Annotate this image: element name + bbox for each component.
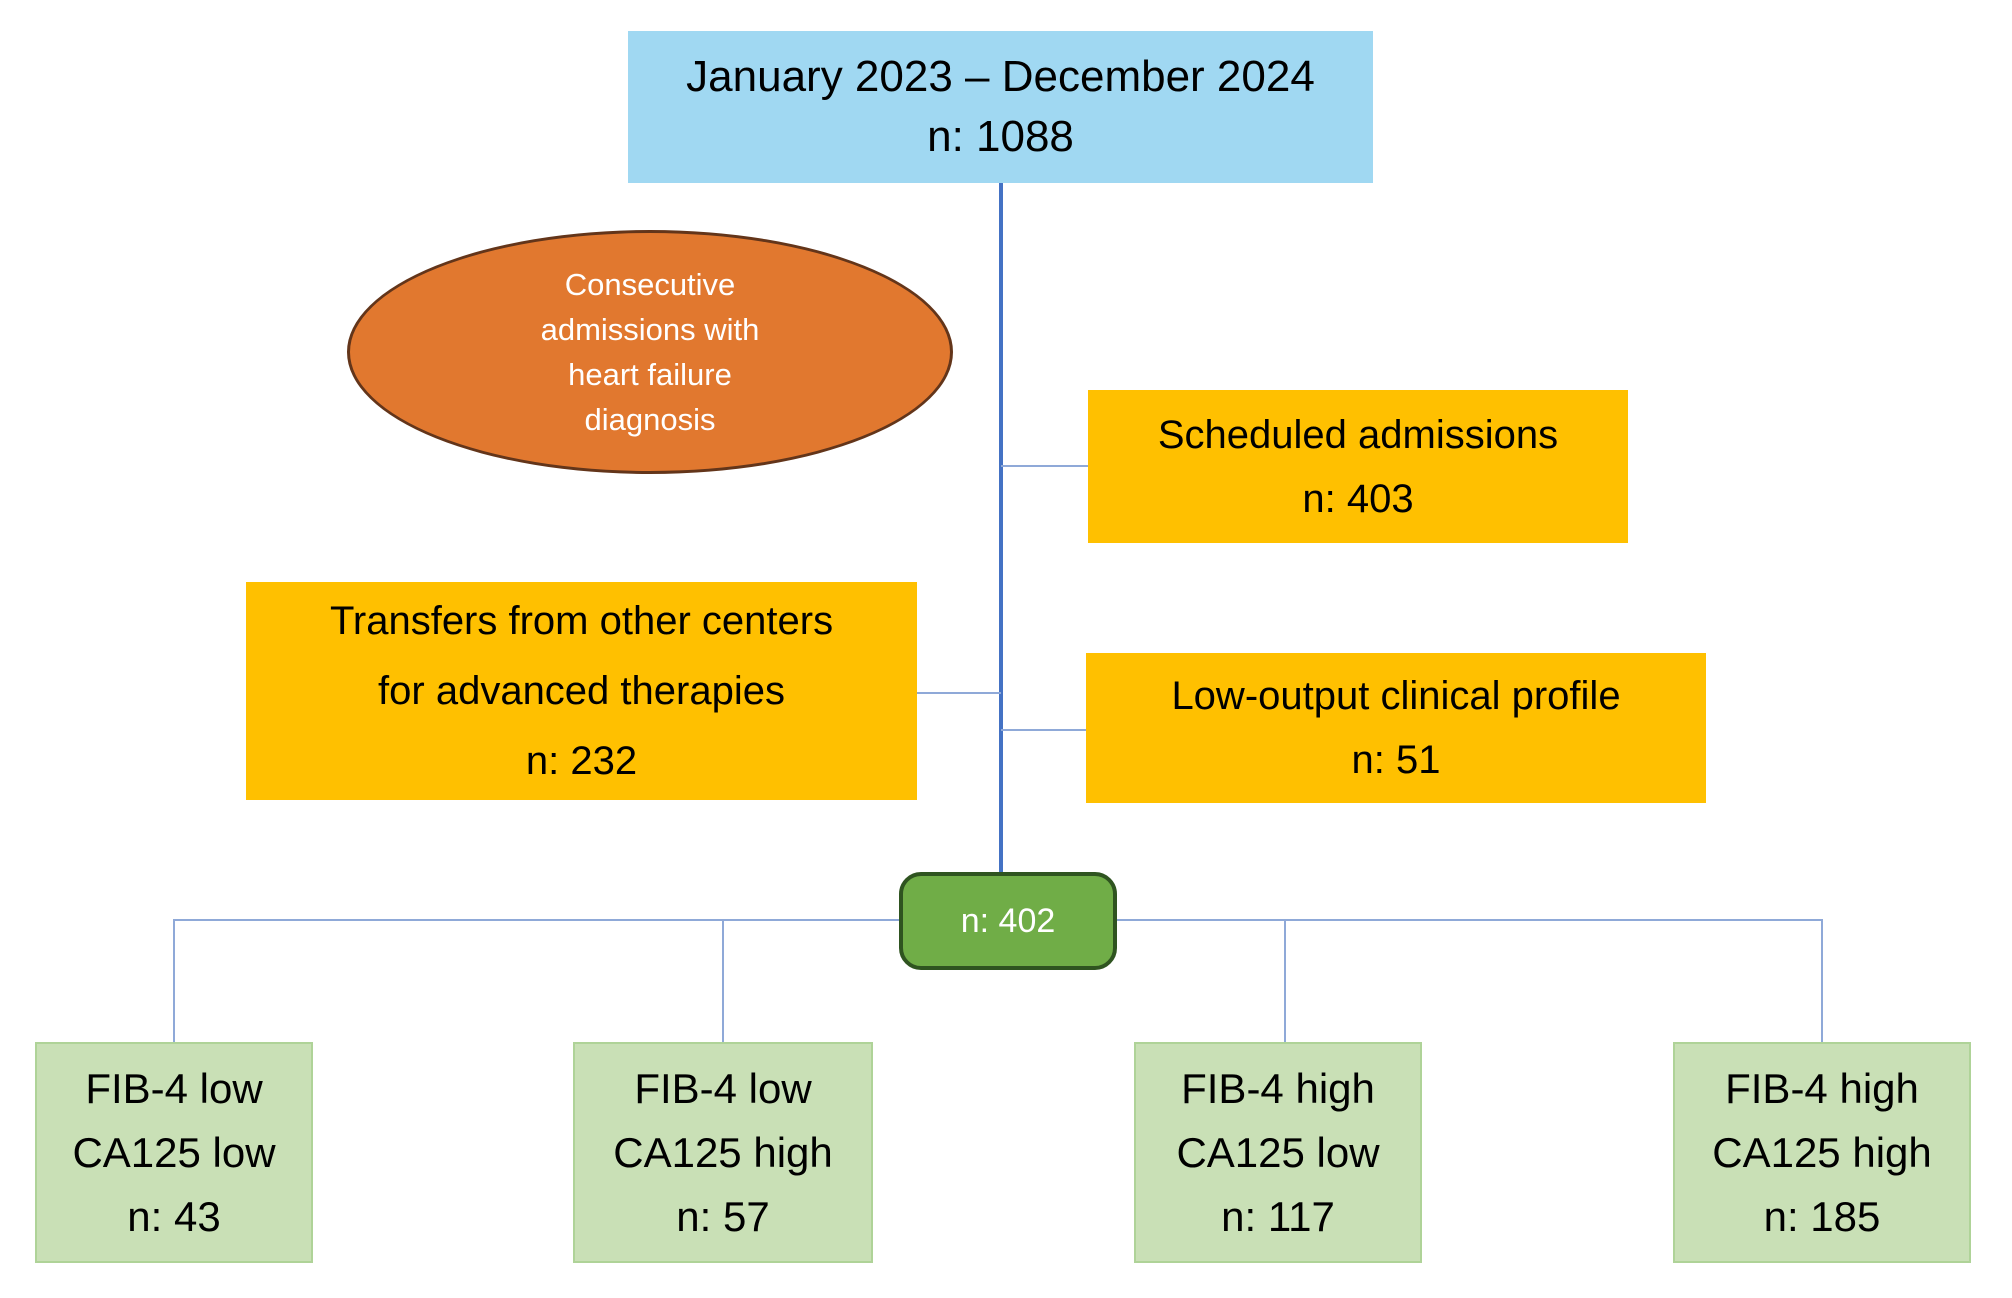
exclusion-transfers-box: Transfers from other centers for advance… [246,582,917,800]
period-label: January 2023 – December 2024 [686,52,1315,101]
exclusion-scheduled-count: n: 403 [1302,476,1414,521]
outcome-box-fib4high-ca125high: FIB-4 high CA125 high n: 185 [1673,1042,1971,1263]
period-count: n: 1088 [927,112,1074,161]
outcome-2-line-2: CA125 high [613,1128,833,1176]
connector-main-vertical [999,183,1003,872]
exclusion-scheduled-box: Scheduled admissions n: 403 [1088,390,1628,543]
connector-low-output [1001,729,1086,731]
period-box: January 2023 – December 2024 n: 1088 [628,31,1373,183]
exclusion-low-output-box: Low-output clinical profile n: 51 [1086,653,1706,803]
ellipse-line-2: admissions with [540,312,760,347]
included-cohort-count: n: 402 [960,901,1056,940]
exclusion-transfers-count: n: 232 [525,739,638,783]
exclusion-scheduled-label: Scheduled admissions [1157,412,1559,457]
exclusion-transfers-label-2: for advanced therapies [378,669,785,713]
outcome-box-fib4low-ca125low: FIB-4 low CA125 low n: 43 [35,1042,313,1263]
connector-outcome-2 [722,919,724,1042]
connector-scheduled [1001,465,1088,467]
connector-transfers [917,692,1001,694]
outcome-4-line-2: CA125 high [1712,1128,1932,1176]
outcome-3-line-2: CA125 low [1176,1128,1380,1176]
exclusion-transfers-label-1: Transfers from other centers [329,599,834,643]
outcome-2-count: n: 57 [676,1192,770,1240]
included-cohort-box: n: 402 [899,872,1117,970]
outcome-box-fib4high-ca125low: FIB-4 high CA125 low n: 117 [1134,1042,1422,1263]
connector-outcome-1 [173,919,175,1042]
outcome-4-count: n: 185 [1763,1192,1881,1240]
outcome-1-line-2: CA125 low [72,1128,276,1176]
ellipse-line-1: Consecutive [564,267,736,302]
outcome-1-count: n: 43 [127,1192,221,1240]
ellipse-line-3: heart failure [568,357,732,392]
outcome-4-line-1: FIB-4 high [1725,1064,1919,1112]
outcome-3-count: n: 117 [1221,1192,1335,1240]
exclusion-low-output-count: n: 51 [1351,738,1441,782]
outcome-2-line-1: FIB-4 low [634,1064,812,1112]
ellipse-line-4: diagnosis [584,402,716,437]
outcome-3-line-1: FIB-4 high [1181,1064,1375,1112]
connector-outcome-4 [1821,919,1823,1042]
outcome-box-fib4low-ca125high: FIB-4 low CA125 high n: 57 [573,1042,873,1263]
connector-outcome-3 [1284,919,1286,1042]
exclusion-low-output-label: Low-output clinical profile [1171,674,1621,718]
population-ellipse: Consecutive admissions with heart failur… [347,230,953,474]
outcome-1-line-1: FIB-4 low [85,1064,263,1112]
